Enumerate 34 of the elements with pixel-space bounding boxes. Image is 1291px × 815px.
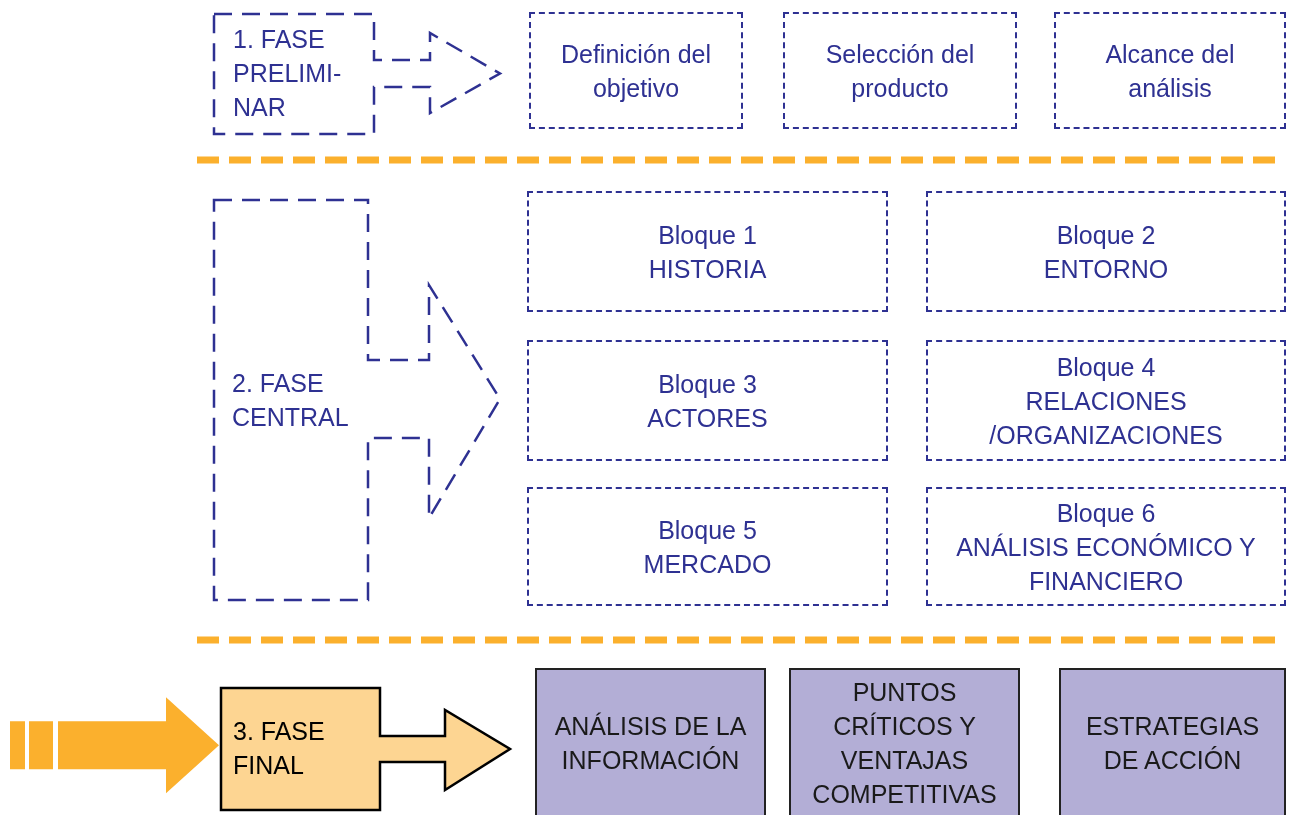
box-label: PUNTOS CRÍTICOS Y VENTAJAS COMPETITIVAS bbox=[811, 677, 998, 810]
box-label: ESTRATEGIAS DE ACCIÓN bbox=[1084, 711, 1261, 776]
box-label: ANÁLISIS DE LA INFORMACIÓN bbox=[553, 711, 748, 776]
process-box bbox=[789, 668, 1020, 815]
process-box bbox=[1059, 668, 1286, 815]
box-label: ENTORNO bbox=[1042, 253, 1170, 285]
box-heading: Bloque 6 bbox=[1055, 497, 1157, 529]
phase-label: 2. FASE CENTRAL bbox=[232, 368, 350, 433]
block-arrow bbox=[10, 697, 219, 794]
process-box bbox=[535, 668, 766, 815]
dashed-box bbox=[527, 487, 888, 606]
box-label: MERCADO bbox=[642, 548, 773, 580]
dashed-box bbox=[783, 12, 1017, 129]
dashed-box bbox=[926, 340, 1286, 461]
dashed-box bbox=[529, 12, 743, 129]
dashed-box bbox=[926, 487, 1286, 606]
box-label: Selección del producto bbox=[824, 38, 976, 104]
phase-label: 1. FASE PRELIMI- NAR bbox=[233, 24, 343, 123]
box-heading: Bloque 5 bbox=[657, 514, 758, 546]
phase-label: 3. FASE FINAL bbox=[233, 716, 326, 781]
box-heading: Bloque 4 bbox=[1055, 351, 1157, 383]
box-label: HISTORIA bbox=[647, 253, 768, 285]
dashed-box bbox=[527, 340, 888, 461]
box-label: Alcance del análisis bbox=[1104, 38, 1236, 104]
box-label: ANÁLISIS ECONÓMICO Y FINANCIERO bbox=[955, 531, 1257, 597]
box-heading: Bloque 1 bbox=[657, 219, 758, 251]
box-label: RELACIONES /ORGANIZACIONES bbox=[988, 385, 1224, 451]
box-heading: Bloque 2 bbox=[1055, 219, 1157, 251]
box-label: ACTORES bbox=[646, 402, 769, 434]
dashed-box bbox=[527, 191, 888, 312]
box-heading: Bloque 3 bbox=[657, 368, 758, 400]
dashed-box bbox=[926, 191, 1286, 312]
dashed-box bbox=[1054, 12, 1286, 129]
box-label: Definición del objetivo bbox=[559, 38, 713, 104]
